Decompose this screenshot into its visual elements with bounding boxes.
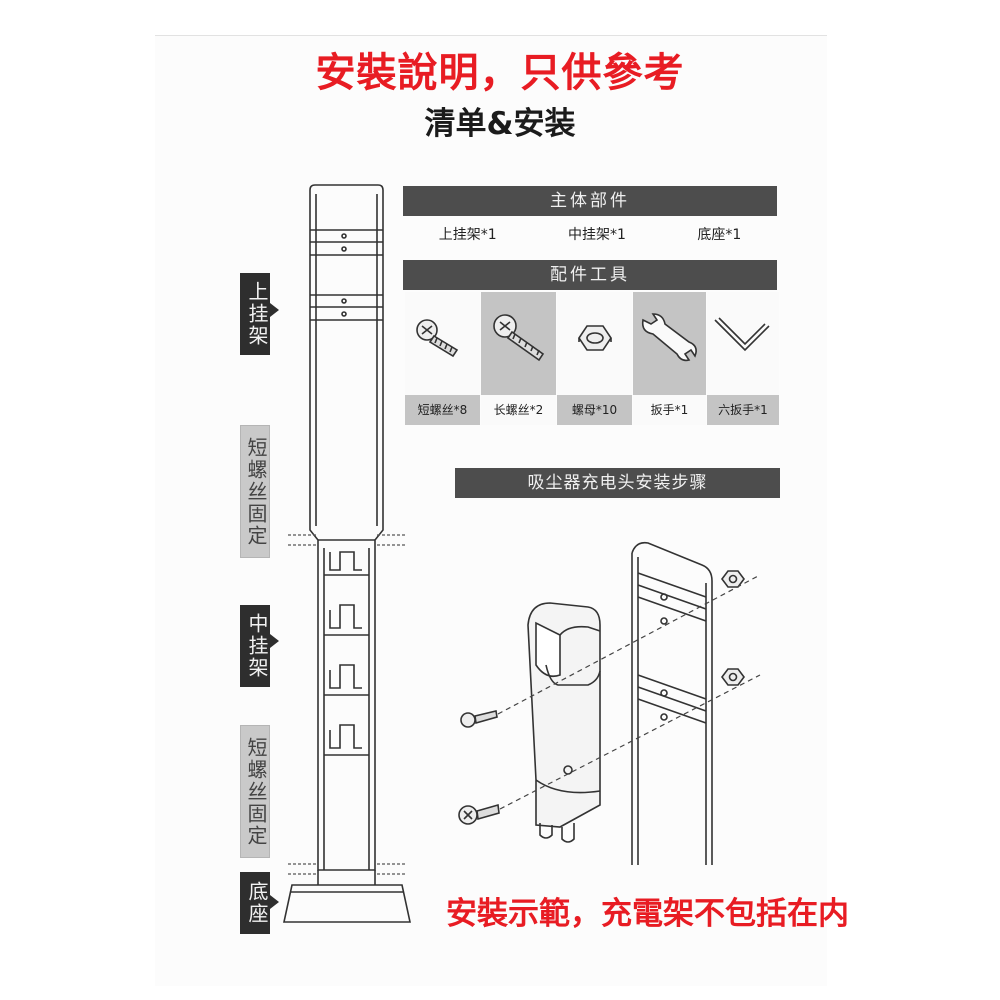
side-label-short-screw-fix-bottom: 短螺丝固定 — [240, 725, 270, 858]
charger-mount-diagram — [458, 541, 761, 865]
side-label-middle-rack: 中挂架 — [240, 605, 270, 687]
tool-cell-short-screw: 短螺丝*8 — [405, 292, 480, 425]
tool-cell-wrench: 扳手*1 — [633, 292, 706, 425]
arrow-right-icon — [270, 303, 279, 317]
tool-label: 长螺丝*2 — [481, 395, 556, 425]
main-part-item: 上挂架*1 — [438, 227, 497, 243]
accessories-header: 配件工具 — [403, 260, 777, 290]
checklist-title: 清单&安装 — [424, 106, 576, 142]
side-label-short-screw-fix-top: 短螺丝固定 — [240, 425, 270, 558]
instruction-title: 安裝說明，只供參考 — [315, 50, 685, 96]
wrench-icon — [641, 313, 697, 362]
hex-key-icon — [714, 317, 770, 352]
tool-label: 六扳手*1 — [707, 395, 779, 425]
tool-cell-hex-key: 六扳手*1 — [707, 292, 779, 425]
tool-label: 短螺丝*8 — [405, 395, 480, 425]
main-parts-header: 主体部件 — [403, 186, 777, 216]
long-screw-icon — [493, 314, 545, 362]
tool-label: 扳手*1 — [633, 395, 706, 425]
tool-cell-nut: 螺母*10 — [557, 292, 632, 425]
main-part-item: 底座*1 — [697, 227, 742, 243]
nut-icon — [578, 325, 612, 351]
arrow-right-icon — [270, 895, 279, 909]
install-steps-header: 吸尘器充电头安装步骤 — [455, 468, 780, 498]
arrow-right-icon — [270, 634, 279, 648]
tool-cell-long-screw: 长螺丝*2 — [481, 292, 556, 425]
main-parts-list: 上挂架*1 中挂架*1 底座*1 — [403, 224, 777, 244]
side-label-base: 底座 — [240, 872, 270, 934]
side-label-upper-rack: 上挂架 — [240, 273, 270, 355]
tool-label: 螺母*10 — [557, 395, 632, 425]
main-part-item: 中挂架*1 — [568, 227, 626, 243]
rack-drawing — [283, 184, 411, 923]
short-screw-icon — [416, 319, 459, 358]
footer-note: 安裝示範，充電架不包括在内 — [446, 896, 849, 932]
